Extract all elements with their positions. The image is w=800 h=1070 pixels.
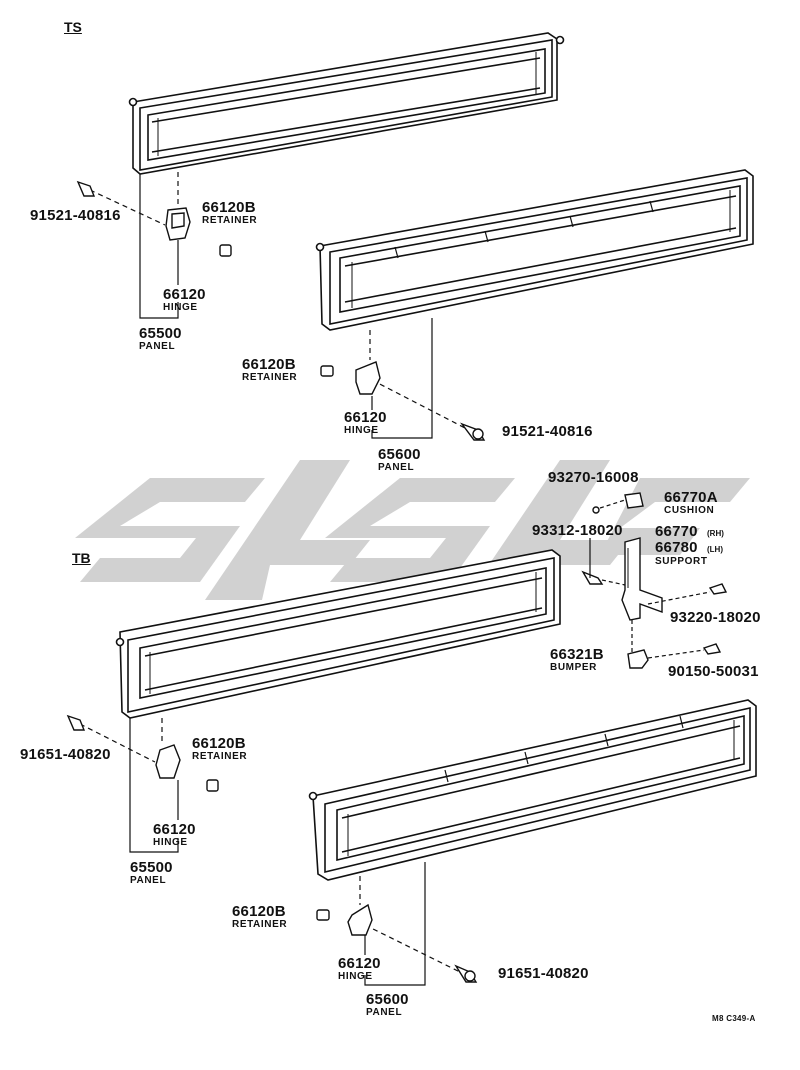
bumper-partno: 66321B	[550, 646, 604, 663]
ts-left-panel	[128, 32, 565, 175]
tb-retainer-left-name: RETAINER	[192, 751, 248, 762]
support-rh-partno: 66770	[655, 523, 698, 540]
ts-panel-left-partno: 65500	[139, 325, 182, 342]
tb-hinge-right-name: HINGE	[338, 971, 373, 982]
tb-panel-right-partno: 65600	[366, 991, 409, 1008]
tb-retainer-right-name: RETAINER	[232, 919, 288, 930]
cushion-name: CUSHION	[664, 505, 715, 516]
tb-panel-left-partno: 65500	[130, 859, 173, 876]
ts-retainer-left-partno: 66120B	[202, 199, 256, 216]
tb-retainer-right-partno: 66120B	[232, 903, 286, 920]
section-ts-title: TS	[64, 19, 82, 35]
support-bolt-top-partno: 93270-16008	[548, 469, 639, 486]
bumper-name: BUMPER	[550, 662, 597, 673]
ts-hardware	[76, 180, 486, 441]
ts-bolt-left-partno: 91521-40816	[30, 207, 121, 224]
ts-leader-lines	[89, 172, 466, 439]
tb-leader-lines	[79, 718, 461, 986]
support-bolt-right-partno: 93220-18020	[670, 609, 761, 626]
support-lh-tag: (LH)	[707, 545, 723, 554]
tb-bolt-left-partno: 91651-40820	[20, 746, 111, 763]
support-assembly	[581, 492, 728, 669]
tb-left-panel	[115, 549, 561, 719]
ts-right-panel	[315, 169, 754, 331]
ts-hinge-right-name: HINGE	[344, 425, 379, 436]
ts-panel-right-name: PANEL	[378, 462, 415, 473]
tb-hinge-left-partno: 66120	[153, 821, 196, 838]
tb-hardware	[66, 714, 478, 983]
ts-hinge-left-partno: 66120	[163, 286, 206, 303]
tb-right-panel	[308, 699, 757, 881]
support-bolt-bottom-partno: 90150-50031	[668, 663, 759, 680]
support-rh-tag: (RH)	[707, 529, 724, 538]
support-lh-partno: 66780	[655, 539, 698, 556]
ts-bolt-right-partno: 91521-40816	[502, 423, 593, 440]
tb-hinge-right-partno: 66120	[338, 955, 381, 972]
support-name: SUPPORT	[655, 556, 708, 567]
drawing-code: M8 C349-A	[712, 1014, 756, 1023]
tb-hinge-left-name: HINGE	[153, 837, 188, 848]
ts-hinge-left-name: HINGE	[163, 302, 198, 313]
tb-panel-right-name: PANEL	[366, 1007, 403, 1018]
support-bolt-mid-partno: 93312-18020	[532, 522, 623, 539]
ts-hinge-right-partno: 66120	[344, 409, 387, 426]
tb-bolt-right-partno: 91651-40820	[498, 965, 589, 982]
ts-panel-left-name: PANEL	[139, 341, 176, 352]
cushion-partno: 66770A	[664, 489, 718, 506]
section-tb-title: TB	[72, 550, 91, 566]
tb-panel-left-name: PANEL	[130, 875, 167, 886]
tb-retainer-left-partno: 66120B	[192, 735, 246, 752]
ts-retainer-left-name: RETAINER	[202, 215, 258, 226]
ts-retainer-right-partno: 66120B	[242, 356, 296, 373]
support-leader-lines	[589, 499, 711, 659]
ts-panel-right-partno: 65600	[378, 446, 421, 463]
ts-retainer-right-name: RETAINER	[242, 372, 298, 383]
